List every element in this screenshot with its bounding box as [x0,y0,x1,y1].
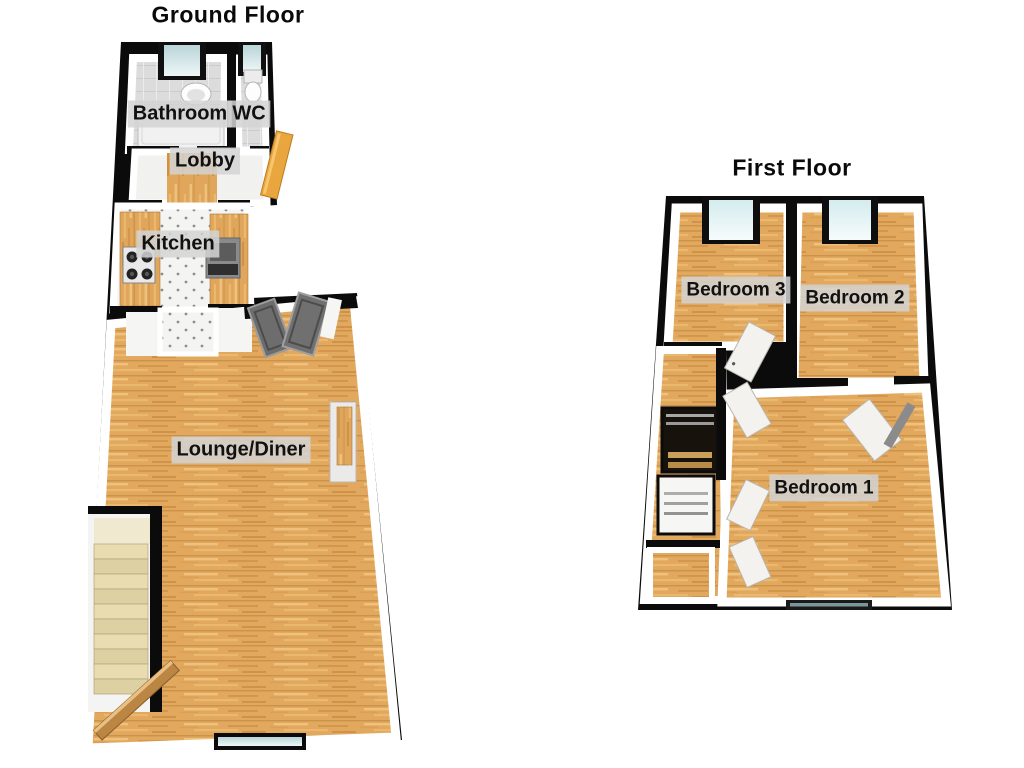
bathroom-label: Bathroom [127,100,233,128]
wc-label: WC [227,100,271,128]
bedroom2-label: Bedroom 2 [800,284,910,312]
toilet-cistern [243,69,263,84]
wall-segment [646,540,720,548]
front-door [259,130,294,200]
bedroom3-label: Bedroom 3 [681,276,791,304]
stairwell-opening [660,406,720,474]
store-room-floor [647,547,715,603]
wall-segment [764,342,790,352]
hall-wall-left [126,312,162,356]
fireplace [329,401,357,483]
lounge-door-right [281,291,331,357]
ground-floor-plan [83,42,402,753]
toilet [244,81,262,103]
bedroom3-window [702,196,760,244]
kitchen-label: Kitchen [136,230,220,258]
landing-door-middle [726,478,770,532]
bedroom1-window [786,600,872,610]
door-jamb [883,402,916,449]
understairs-door [92,660,181,741]
bedroom3-door [723,321,777,383]
staircase [88,506,162,712]
wardrobe-rail [656,474,716,536]
lounge-diner-label: Lounge/Diner [171,436,311,464]
bedroom-divider-wall [786,196,797,388]
first-floor-title: First Floor [732,154,852,181]
door-jamb [319,297,342,340]
lounge-window [214,733,306,750]
ground-floor-title: Ground Floor [151,1,305,28]
bathroom-window [158,42,206,80]
wall-segment [110,306,162,316]
bathroom-wc-divider-wall [227,44,236,152]
hall-floor-strip [157,307,219,357]
lobby-label: Lobby [170,147,240,175]
bedroom2-window [822,196,878,244]
first-floor-plan [638,196,952,610]
bedroom1-label: Bedroom 1 [769,474,879,502]
wall-segment [716,348,726,480]
bathroom-sink-basin [187,89,205,101]
lounge-door-left [246,297,294,359]
landing-door-upper [722,381,772,439]
landing-door-lower [728,535,772,589]
